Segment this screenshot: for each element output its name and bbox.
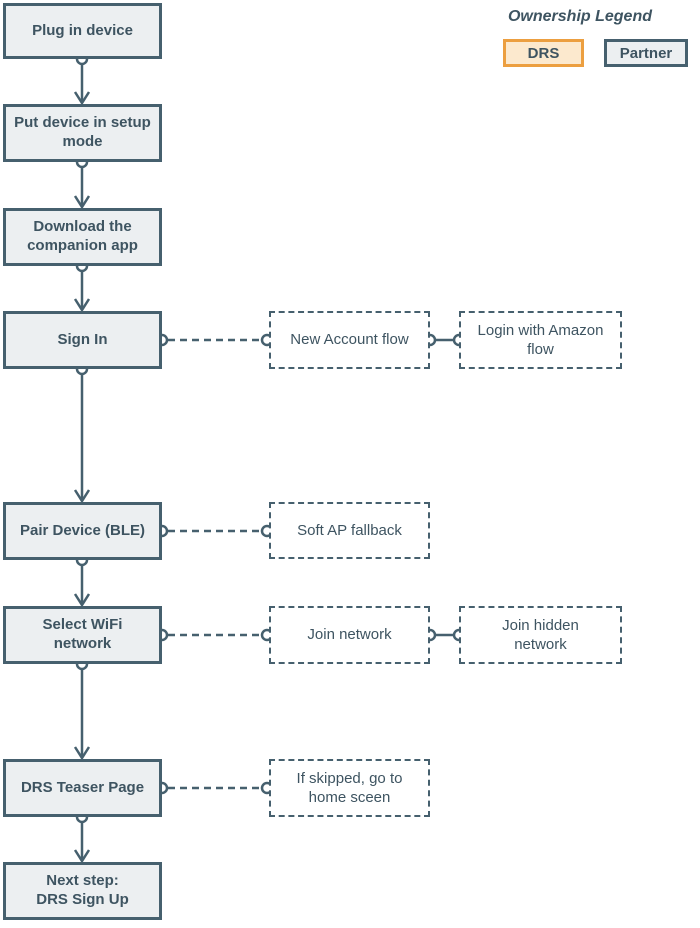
legend-swatch-drs: DRS [503,39,584,67]
flow-node-pair-device-ble: Pair Device (BLE) [3,502,162,560]
edge-pair-to-wifi [73,553,91,608]
node-label: Download the companion app [27,218,138,254]
legend-label-drs: DRS [527,44,560,62]
flow-node-sign-in: Sign In [3,311,162,369]
node-label: New Account flow [290,331,409,349]
node-label: If skipped, go to home sceen [296,769,403,807]
node-label: Plug in device [32,21,133,39]
flow-node-setup-mode: Put device in setup mode [3,104,162,162]
node-label: Next step: DRS Sign Up [36,872,129,908]
legend-title: Ownership Legend [507,8,652,25]
branch-node-join-hidden-network: Join hidden network [459,606,622,664]
edge-setup-to-download [73,155,91,210]
branch-node-if-skipped: If skipped, go to home sceen [269,759,430,817]
edge-teaser-to-ifskipped [155,781,274,795]
node-label: Join network [307,626,392,644]
edge-teaser-to-next [73,810,91,864]
edge-download-to-signin [73,259,91,313]
node-label: Select WiFi network [42,616,123,652]
node-label: Sign In [57,330,108,348]
edge-signin-to-pair [73,362,91,504]
node-label: Login with Amazon flow [477,321,604,359]
flow-node-next-drs-signup: Next step: DRS Sign Up [3,862,162,920]
node-label: Put device in setup mode [14,114,151,150]
node-label: Join hidden network [502,616,579,654]
flow-node-drs-teaser-page: DRS Teaser Page [3,759,162,817]
node-label: Soft AP fallback [297,521,402,539]
node-label: Pair Device (BLE) [19,521,146,539]
edge-wifi-to-joinnetwork [155,628,274,642]
flow-node-download-app: Download the companion app [3,208,162,266]
edge-signin-to-newaccount [155,333,274,347]
node-label: DRS Teaser Page [20,778,145,796]
branch-node-new-account-flow: New Account flow [269,311,430,369]
legend-label-partner: Partner [619,44,673,62]
flow-node-plug-in-device: Plug in device [3,3,162,59]
branch-node-login-with-amazon: Login with Amazon flow [459,311,622,369]
edge-wifi-to-teaser [73,657,91,761]
flow-node-select-wifi: Select WiFi network [3,606,162,664]
edge-pair-to-softap [155,524,274,538]
legend-swatch-partner: Partner [604,39,688,67]
edge-plug-to-setup [73,52,91,106]
branch-node-soft-ap-fallback: Soft AP fallback [269,502,430,559]
branch-node-join-network: Join network [269,606,430,664]
